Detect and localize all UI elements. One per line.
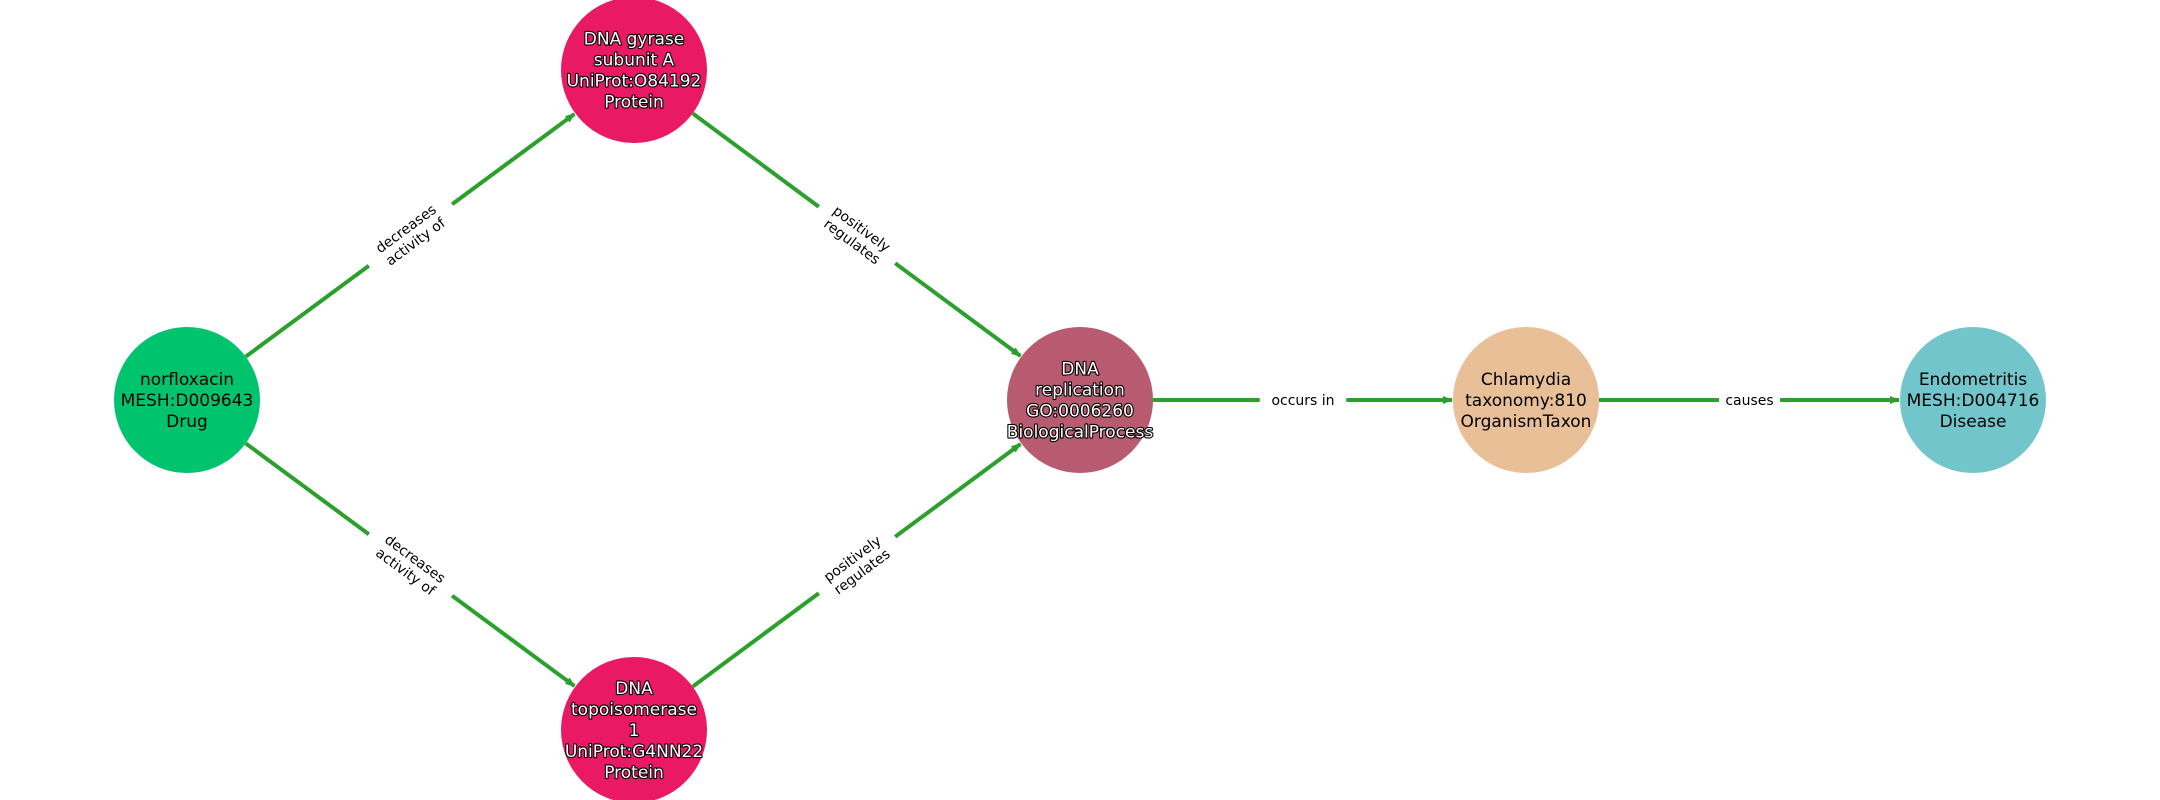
node-label: 1 — [629, 721, 640, 741]
node-label: UniProt:G4NN22 — [565, 742, 703, 762]
edge-label-background — [808, 192, 906, 278]
node-circle[interactable] — [561, 657, 707, 800]
edge-chlamydia-endometritis: causes — [1599, 390, 1900, 410]
node-circle[interactable] — [1900, 327, 2046, 473]
node-label: norfloxacin — [140, 370, 234, 390]
edge-label-background — [808, 522, 906, 608]
node-label: Protein — [604, 93, 664, 113]
edge-label-text: causes — [1725, 393, 1773, 409]
node-label: DNA gyrase — [584, 30, 684, 50]
node-label: Disease — [1940, 412, 2007, 432]
node-label: replication — [1035, 381, 1125, 401]
node-label: MESH:D004716 — [1907, 391, 2040, 411]
node-label: MESH:D009643 — [121, 391, 254, 411]
edge-label: causes — [1719, 390, 1780, 410]
edge-label: occurs in — [1259, 390, 1347, 410]
node-circle[interactable] — [114, 327, 260, 473]
node-label: taxonomy:810 — [1465, 391, 1587, 411]
node-label: DNA — [1061, 360, 1099, 380]
edge-label-text: occurs in — [1271, 393, 1334, 409]
edge-label-background — [1259, 390, 1347, 410]
node-label: topoisomerase — [571, 700, 697, 720]
node-label: Chlamydia — [1481, 370, 1571, 390]
edge-replication-chlamydia: occurs in — [1153, 390, 1453, 410]
node-circle[interactable] — [561, 0, 707, 143]
node-label: BiologicalProcess — [1007, 423, 1154, 443]
node-label: subunit A — [594, 51, 675, 71]
edge-label-background — [358, 189, 463, 281]
node-label: DNA — [615, 679, 653, 699]
node-label: Drug — [166, 412, 208, 432]
node-circle[interactable] — [1007, 327, 1153, 473]
node-label: UniProt:O84192 — [567, 72, 702, 92]
edge-label-background — [358, 519, 463, 611]
node-label: Protein — [604, 763, 664, 783]
node-replication[interactable]: DNAreplicationGO:0006260BiologicalProces… — [1006, 327, 1154, 473]
node-label: OrganismTaxon — [1461, 412, 1592, 432]
node-circle[interactable] — [1453, 327, 1599, 473]
edge-label-background — [1719, 390, 1780, 410]
node-label: GO:0006260 — [1026, 402, 1134, 422]
node-label: Endometritis — [1919, 370, 2027, 390]
